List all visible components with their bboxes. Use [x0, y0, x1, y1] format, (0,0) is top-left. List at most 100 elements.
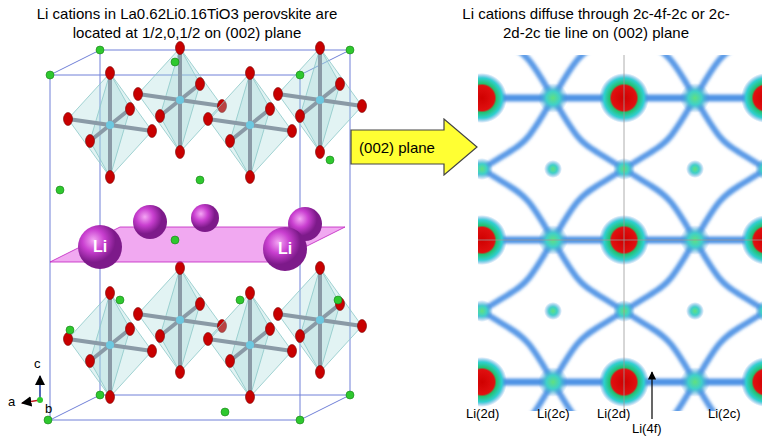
site-2c [538, 83, 568, 113]
oxygen-atom [176, 146, 185, 159]
oxygen-atom [196, 78, 205, 91]
ti-octahedron [274, 262, 367, 379]
ti-o-bond [208, 119, 250, 125]
site-2d [741, 357, 762, 407]
ti-o-bond [68, 119, 110, 125]
la-atom [46, 71, 54, 79]
site-4f [686, 302, 704, 320]
density-map [478, 55, 762, 411]
oxygen-atom [296, 330, 305, 343]
la-atom [334, 296, 342, 304]
oxygen-atom [106, 287, 115, 300]
unit-cell-edge [100, 395, 350, 396]
la-atom [236, 296, 244, 304]
panel-heading: Li cations diffuse through 2c-4f-2c or 2… [455, 4, 737, 42]
oxygen-atom [126, 103, 135, 116]
ti-atom [246, 121, 254, 129]
oxygen-atom [246, 391, 255, 404]
oxygen-atom [106, 391, 115, 404]
ti-atom [246, 341, 254, 349]
ti-o-bond [110, 125, 152, 131]
figure-line [39, 376, 41, 400]
ti-o-bond [108, 293, 112, 345]
ti-o-bond [108, 73, 112, 125]
oxygen-atom [266, 103, 275, 116]
site-label: Li(2d) [466, 406, 499, 422]
site-4f [686, 160, 704, 178]
site-2c [680, 367, 710, 397]
octahedron-face [68, 73, 152, 177]
panel-heading: Li cations in La0.62Li0.16TiO3 perovskit… [22, 4, 352, 42]
ti-o-bond [278, 94, 320, 100]
la-atom [196, 176, 204, 184]
ti-o-bond [208, 339, 250, 345]
unit-cell-edge [50, 75, 51, 420]
oxygen-atom [156, 110, 165, 123]
site-label: Li(4f) [632, 421, 662, 437]
li-atom [78, 225, 122, 269]
oxygen-atom [274, 88, 283, 101]
oxygen-atom [126, 323, 135, 336]
ti-o-bond [318, 100, 322, 152]
ti-atom [106, 341, 114, 349]
li-atom [191, 204, 219, 232]
octahedron-face [208, 293, 292, 397]
oxygen-atom [176, 42, 185, 55]
oxygen-atom [204, 333, 213, 346]
axis-label: c [34, 356, 41, 372]
oxygen-atom [266, 323, 275, 336]
ti-o-bond [248, 345, 252, 397]
site-4f [755, 158, 762, 180]
oxygen-atom [148, 345, 157, 358]
ti-octahedron [134, 42, 227, 159]
unit-cell-edge [50, 395, 100, 420]
oxygen-atom [358, 100, 367, 113]
oxygen-atom [288, 125, 297, 138]
oxygen-atom [274, 308, 283, 321]
site-2c [680, 83, 710, 113]
ti-atom [176, 96, 184, 104]
li-atom [263, 227, 307, 271]
oxygen-atom [226, 135, 235, 148]
axis-triad [22, 376, 43, 403]
ti-o-bond [180, 100, 222, 106]
ti-octahedron [64, 67, 157, 184]
la-atom [96, 46, 104, 54]
la-atom [56, 186, 64, 194]
oxygen-atom [358, 320, 367, 333]
site-4f [544, 160, 562, 178]
oxygen-atom [246, 67, 255, 80]
ti-o-bond [68, 339, 110, 345]
ti-octahedron [64, 287, 157, 404]
ti-o-bond [108, 345, 112, 397]
oxygen-atom [336, 78, 345, 91]
ti-o-bond [318, 320, 322, 372]
octahedron-face [208, 73, 292, 177]
oxygen-atom [64, 113, 73, 126]
figure-circle [37, 397, 43, 403]
site-4f [478, 300, 493, 322]
oxygen-atom [86, 355, 95, 368]
oxygen-atom [316, 262, 325, 275]
figure-line [624, 55, 625, 411]
oxygen-atom [316, 366, 325, 379]
oxygen-atom [316, 146, 325, 159]
site-label: Li(2c) [708, 406, 741, 422]
figure-line [478, 240, 762, 241]
site-label: Li(2c) [537, 406, 570, 422]
oxygen-atom [86, 135, 95, 148]
axis-label: b [45, 401, 52, 417]
ti-o-bond [180, 320, 222, 326]
octahedron-face [138, 268, 222, 372]
la-atom [44, 416, 52, 424]
octahedron-face [138, 48, 222, 152]
site-2d [478, 357, 507, 407]
unit-cell-edge [50, 50, 100, 75]
ti-atom [176, 316, 184, 324]
oxygen-atom [226, 355, 235, 368]
oxygen-atom [296, 110, 305, 123]
oxygen-atom [156, 330, 165, 343]
callout-text: (002) plane [350, 130, 444, 164]
oxygen-atom [176, 262, 185, 275]
